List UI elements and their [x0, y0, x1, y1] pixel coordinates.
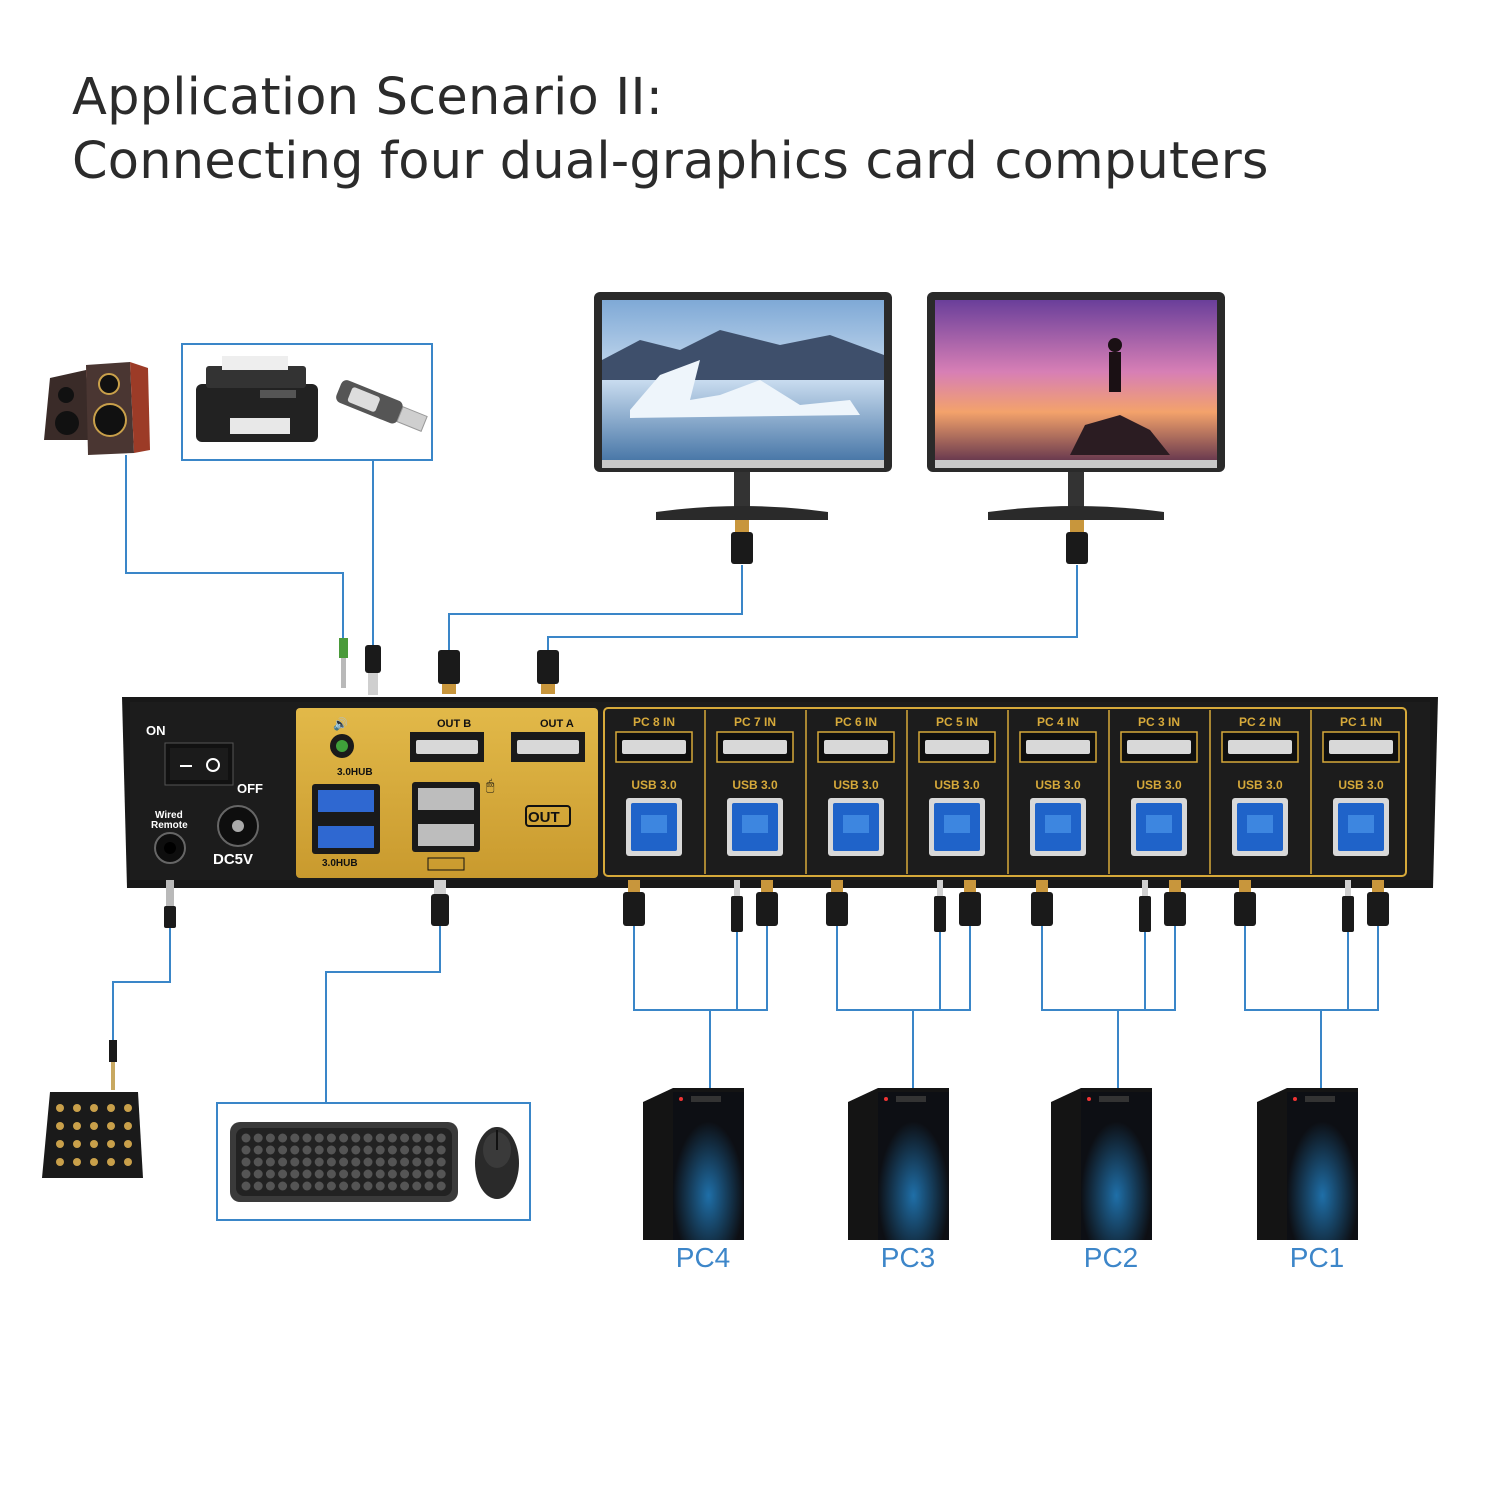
hub-label-top: 3.0HUB — [337, 767, 373, 778]
input-label: PC 1 IN — [1340, 715, 1382, 729]
monitor-2-cable — [547, 565, 1078, 650]
dc-label: DC5V — [213, 851, 253, 868]
pc-tower-icon: PC3 — [848, 1088, 949, 1273]
input-port-2: PC 7 IN USB 3.0 — [704, 710, 794, 874]
keyboard-mouse-cable — [325, 925, 441, 1103]
input-label: PC 7 IN — [734, 715, 776, 729]
pc-tower-icon: PC1 — [1257, 1088, 1358, 1273]
input-port-4: PC 5 IN USB 3.0 — [906, 710, 996, 874]
printer-icon — [196, 356, 318, 442]
power-off-label: OFF — [237, 781, 263, 796]
remote-cable — [112, 925, 171, 1042]
pc-label: PC2 — [1084, 1242, 1138, 1273]
pc3-cables — [836, 925, 971, 1011]
audio-icon: 🔊 — [333, 716, 348, 731]
pc2-cables — [1041, 925, 1176, 1011]
keyboard-icon — [230, 1122, 458, 1202]
usb-label: USB 3.0 — [833, 778, 879, 792]
hub-label-bottom: 3.0HUB — [322, 858, 358, 869]
monitor-icon — [927, 292, 1225, 520]
remote-label-2: Remote — [151, 820, 188, 831]
usb-label: USB 3.0 — [1338, 778, 1384, 792]
peripheral-box — [181, 343, 433, 461]
input-label: PC 8 IN — [633, 715, 675, 729]
usb-label: USB 3.0 — [1035, 778, 1081, 792]
input-label: PC 5 IN — [936, 715, 978, 729]
pc-label: PC4 — [676, 1242, 730, 1273]
input-port-5: PC 4 IN USB 3.0 — [1007, 710, 1097, 874]
out-b-label: OUT B — [437, 718, 471, 730]
pc-label: PC1 — [1290, 1242, 1344, 1273]
usb-label: USB 3.0 — [1136, 778, 1182, 792]
kvm-switch: ON OFF Wired Remote DC5V 🔊 3.0HUB 3.0HUB… — [122, 697, 1438, 888]
keyboard-port-icon — [427, 857, 465, 871]
input-port-6: PC 3 IN USB 3.0 — [1108, 710, 1198, 874]
pc-towers: PC4 PC3 PC2 PC1 — [643, 1088, 1358, 1273]
input-label: PC 4 IN — [1037, 715, 1079, 729]
remote-label-1: Wired — [155, 810, 183, 821]
usb-label: USB 3.0 — [732, 778, 778, 792]
input-label: PC 6 IN — [835, 715, 877, 729]
pc1-cables — [1244, 925, 1379, 1011]
out-badge: OUT — [528, 809, 560, 826]
out-a-label: OUT A — [540, 718, 574, 730]
cable-lines — [112, 455, 1379, 1103]
monitor-1-cable — [448, 565, 743, 650]
input-port-1: PC 8 IN USB 3.0 — [615, 715, 693, 856]
input-port-8: PC 1 IN USB 3.0 — [1310, 710, 1400, 874]
hdmi-plug-icon — [731, 520, 1088, 564]
remote-keypad-icon — [42, 1040, 143, 1178]
usb-label: USB 3.0 — [1237, 778, 1283, 792]
mouse-port-icon: 🖱 — [486, 778, 495, 794]
speakers-icon — [44, 362, 150, 455]
title-line-1: Application Scenario II: — [72, 68, 664, 127]
monitor-icon — [594, 292, 892, 520]
title-line-2: Connecting four dual-graphics card compu… — [72, 132, 1269, 191]
speaker-cable — [125, 455, 344, 640]
input-label: PC 2 IN — [1239, 715, 1281, 729]
keyboard-mouse-box — [216, 1102, 531, 1221]
pc-label: PC3 — [881, 1242, 935, 1273]
input-port-7: PC 2 IN USB 3.0 — [1209, 710, 1299, 874]
usb-label: USB 3.0 — [934, 778, 980, 792]
input-ports: PC 8 IN USB 3.0 PC 7 IN USB 3.0 PC 6 IN USB 3… — [615, 710, 1400, 874]
top-plugs — [339, 638, 559, 695]
bottom-plugs — [164, 880, 1389, 932]
mouse-icon — [475, 1127, 519, 1199]
pc4-cables — [633, 925, 768, 1011]
pc-tower-icon: PC4 — [643, 1088, 744, 1273]
usb-label: USB 3.0 — [631, 778, 677, 792]
power-on-label: ON — [146, 723, 166, 738]
usb-drive-icon — [336, 380, 428, 432]
input-port-3: PC 6 IN USB 3.0 — [805, 710, 895, 874]
pc-tower-icon: PC2 — [1051, 1088, 1152, 1273]
page-title: Application Scenario II: Connecting four… — [72, 66, 1269, 194]
input-label: PC 3 IN — [1138, 715, 1180, 729]
